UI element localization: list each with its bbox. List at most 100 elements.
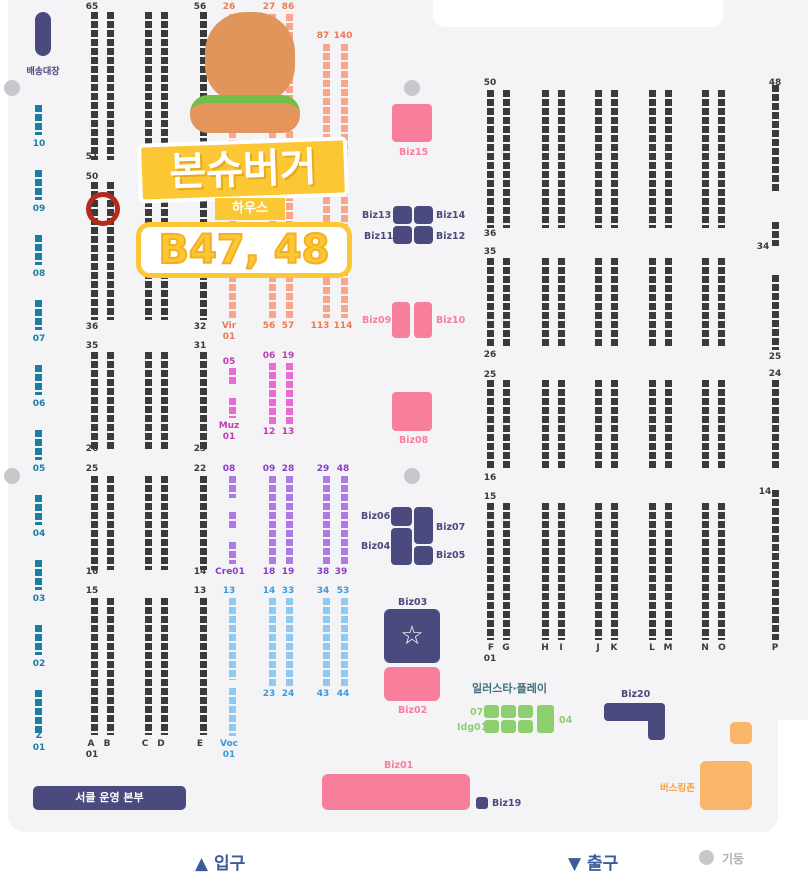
idg-booth[interactable] (518, 720, 533, 733)
booth-column[interactable] (702, 258, 709, 346)
booth-column[interactable] (91, 182, 98, 320)
booth-column[interactable] (611, 258, 618, 346)
biz04-booth[interactable] (391, 528, 412, 565)
circle-hq-button[interactable]: 서클 운영 본부 (33, 786, 186, 810)
booth-column[interactable] (286, 598, 293, 686)
wall-booth-column[interactable] (35, 625, 42, 655)
booth-column[interactable] (91, 352, 98, 450)
booth-column[interactable] (229, 476, 236, 498)
booth-column[interactable] (772, 490, 779, 640)
biz03-booth-cart-star-icon[interactable]: ☆ (384, 609, 440, 663)
booth-column[interactable] (323, 476, 330, 564)
booth-column[interactable] (161, 476, 168, 570)
biz10-booth[interactable] (414, 302, 432, 338)
biz05-booth[interactable] (414, 546, 433, 565)
booth-column[interactable] (665, 258, 672, 346)
booth-column[interactable] (269, 363, 276, 424)
booth-column[interactable] (718, 380, 725, 470)
booth-column[interactable] (611, 503, 618, 640)
booth-column[interactable] (595, 380, 602, 470)
booth-column[interactable] (341, 598, 348, 686)
booth-column[interactable] (542, 258, 549, 346)
wall-booth-column[interactable] (35, 560, 42, 590)
booth-column[interactable] (229, 398, 236, 418)
booth-column[interactable] (649, 380, 656, 470)
booth-column[interactable] (91, 12, 98, 160)
booth-column[interactable] (558, 258, 565, 346)
biz01-booth[interactable] (322, 774, 470, 810)
busking-zone[interactable] (700, 761, 752, 810)
booth-column[interactable] (542, 503, 549, 640)
orange-booth[interactable] (730, 722, 752, 744)
booth-column[interactable] (269, 598, 276, 686)
biz20-booth-leg[interactable] (648, 703, 665, 740)
booth-column[interactable] (718, 258, 725, 346)
wall-booth-column[interactable] (35, 105, 42, 135)
booth-column[interactable] (665, 380, 672, 470)
idg-booth[interactable] (484, 705, 499, 718)
wall-booth-column[interactable] (35, 365, 42, 395)
shipping-desk[interactable] (35, 12, 51, 56)
booth-column[interactable] (702, 380, 709, 470)
booth-column[interactable] (107, 476, 114, 570)
biz13-booth[interactable] (393, 206, 412, 224)
booth-column[interactable] (558, 503, 565, 640)
wall-booth-column[interactable] (35, 170, 42, 200)
biz08-booth[interactable] (392, 392, 432, 431)
biz12-booth[interactable] (414, 226, 433, 244)
idg-booth[interactable] (518, 705, 533, 718)
idg-booth[interactable] (484, 720, 499, 733)
booth-column[interactable] (229, 688, 236, 736)
wall-booth-column[interactable] (35, 235, 42, 265)
booth-column[interactable] (503, 258, 510, 346)
booth-column[interactable] (702, 503, 709, 640)
booth-column[interactable] (200, 598, 207, 735)
biz15-booth[interactable] (392, 104, 432, 142)
booth-column[interactable] (323, 598, 330, 686)
booth-column[interactable] (341, 476, 348, 564)
booth-column[interactable] (91, 476, 98, 570)
booth-column[interactable] (718, 503, 725, 640)
idg-booth[interactable] (501, 705, 516, 718)
biz11-booth[interactable] (393, 226, 412, 244)
booth-column[interactable] (772, 275, 779, 350)
biz09-booth[interactable] (392, 302, 410, 338)
booth-column[interactable] (229, 542, 236, 564)
booth-column[interactable] (269, 476, 276, 564)
biz14-booth[interactable] (414, 206, 433, 224)
booth-column[interactable] (145, 598, 152, 735)
booth-column[interactable] (649, 258, 656, 346)
booth-column[interactable] (702, 90, 709, 228)
booth-column[interactable] (595, 258, 602, 346)
idg-booth[interactable] (501, 720, 516, 733)
booth-column[interactable] (503, 90, 510, 228)
booth-column[interactable] (91, 598, 98, 735)
booth-column[interactable] (611, 380, 618, 470)
wall-booth-column[interactable] (35, 690, 42, 735)
booth-column[interactable] (487, 503, 494, 640)
booth-column[interactable] (107, 352, 114, 450)
biz07-booth[interactable] (414, 507, 433, 544)
booth-column[interactable] (161, 598, 168, 735)
booth-column[interactable] (161, 12, 168, 160)
booth-column[interactable] (542, 380, 549, 470)
booth-column[interactable] (107, 182, 114, 320)
wall-booth-column[interactable] (35, 495, 42, 525)
booth-column[interactable] (229, 598, 236, 680)
booth-column[interactable] (558, 380, 565, 470)
booth-column[interactable] (611, 90, 618, 228)
biz19-booth[interactable] (476, 797, 488, 809)
booth-column[interactable] (595, 503, 602, 640)
booth-column[interactable] (772, 380, 779, 470)
wall-booth-column[interactable] (35, 430, 42, 460)
booth-column[interactable] (503, 503, 510, 640)
booth-column[interactable] (107, 598, 114, 735)
booth-column[interactable] (161, 352, 168, 450)
biz06-booth[interactable] (391, 507, 412, 526)
booth-column[interactable] (286, 476, 293, 564)
booth-column[interactable] (145, 476, 152, 570)
booth-column[interactable] (286, 363, 293, 424)
booth-column[interactable] (487, 380, 494, 470)
booth-column[interactable] (665, 503, 672, 640)
biz02-booth[interactable] (384, 667, 440, 701)
